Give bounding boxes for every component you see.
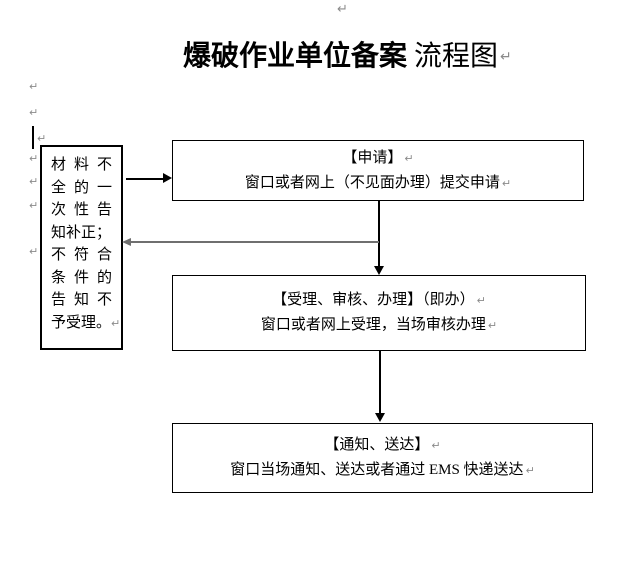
side-note-line: 知补正； <box>51 224 112 241</box>
arrow-branch-to-sidebox-line <box>130 241 379 243</box>
arrow-down-icon <box>374 266 384 275</box>
step-body: 窗口或者网上（不见面办理）提交申请↵ <box>244 174 512 191</box>
page-title: 爆破作业单位备案流程图↵ <box>183 40 512 73</box>
paragraph-mark: ↵ <box>431 439 441 452</box>
step-heading: 【通知、送达】↵ <box>324 437 441 453</box>
step-body: 窗口或者网上受理，当场审核办理↵ <box>260 317 498 333</box>
side-note-line: 全的一 <box>51 179 112 196</box>
side-note-line: 告知不 <box>51 292 112 308</box>
side-note-box: 材料不 全的一 次性告 知补正； 不符合 条件的 告知不 予受理。↵ <box>40 145 123 350</box>
page-title-suffix: 流程图 <box>414 41 499 72</box>
paragraph-mark: ↵ <box>525 464 535 477</box>
paragraph-mark: ↵ <box>29 245 39 258</box>
step-body: 窗口当场通知、送达或者通过 EMS 快递送达↵ <box>230 462 535 478</box>
paragraph-mark: ↵ <box>29 80 39 93</box>
paragraph-mark: ↵ <box>29 106 39 119</box>
paragraph-mark: ↵ <box>487 319 498 332</box>
page-title-main: 爆破作业单位备案 <box>183 40 408 71</box>
paragraph-mark: ↵ <box>29 175 39 188</box>
paragraph-mark: ↵ <box>29 199 39 212</box>
paragraph-mark: ↵ <box>111 316 121 330</box>
arrow-apply-to-review-line <box>378 201 380 267</box>
step-heading: 【受理、审核、办理】（即办）↵ <box>272 292 486 308</box>
paragraph-mark: ↵ <box>337 2 348 17</box>
step-heading: 【申请】↵ <box>342 149 414 166</box>
arrow-sidebox-to-apply-line <box>126 178 164 180</box>
arrow-left-icon <box>122 237 131 246</box>
paragraph-mark: ↵ <box>476 294 486 307</box>
paragraph-mark: ↵ <box>29 152 39 165</box>
side-note-line: 予受理。↵ <box>51 314 121 331</box>
step-box-apply: 【申请】↵ 窗口或者网上（不见面办理）提交申请↵ <box>172 140 584 201</box>
step-box-notify: 【通知、送达】↵ 窗口当场通知、送达或者通过 EMS 快递送达↵ <box>172 423 593 493</box>
paragraph-mark: ↵ <box>501 176 512 190</box>
text-caret <box>32 126 34 149</box>
step-box-review: 【受理、审核、办理】（即办）↵ 窗口或者网上受理，当场审核办理↵ <box>172 275 586 351</box>
side-note-line: 条件的 <box>51 269 112 286</box>
paragraph-mark: ↵ <box>37 132 47 145</box>
arrow-review-to-notify-line <box>379 351 381 414</box>
side-note-line: 不符合 <box>51 247 112 263</box>
side-note-line: 材料不 <box>51 157 112 173</box>
side-note-line: 次性告 <box>51 202 112 218</box>
paragraph-mark: ↵ <box>404 151 414 165</box>
arrow-down-icon <box>375 413 385 422</box>
paragraph-mark: ↵ <box>500 49 512 65</box>
arrow-right-icon <box>163 173 172 183</box>
